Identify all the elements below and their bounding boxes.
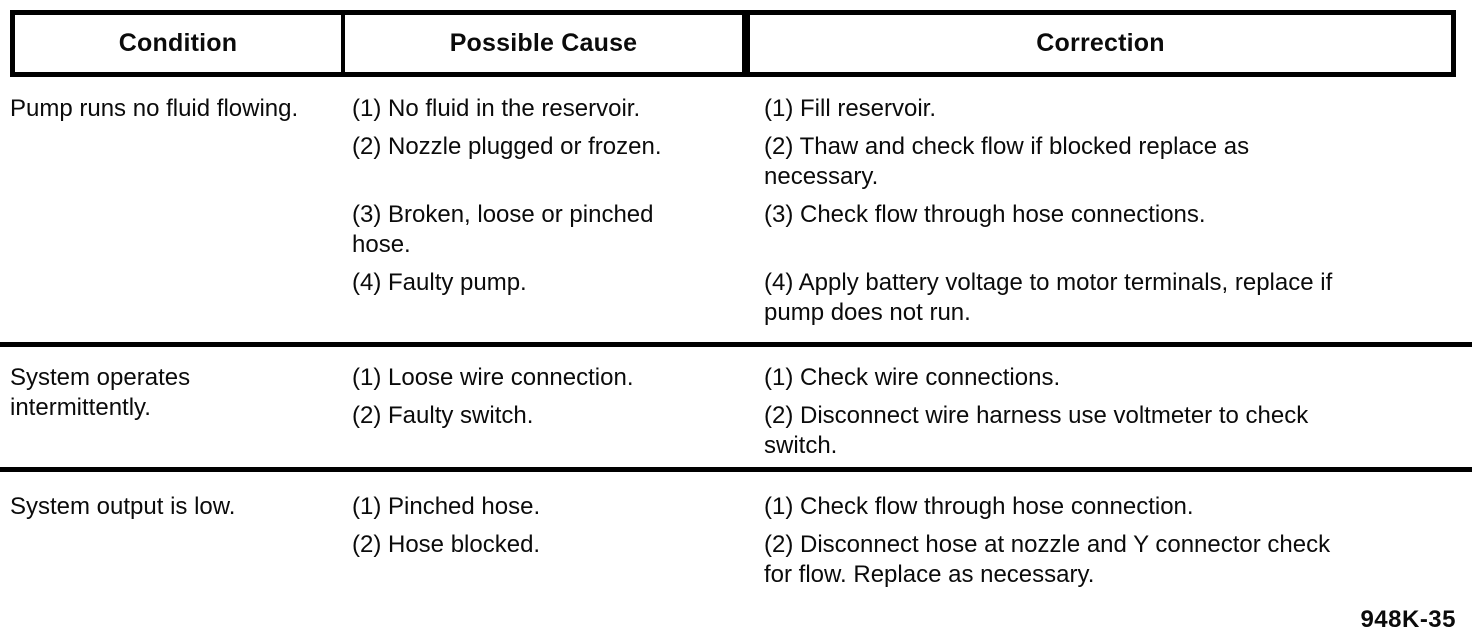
table-header: Condition Possible Cause Correction [10, 10, 1456, 77]
cause-item: (1) No fluid in the reservoir. [352, 95, 641, 122]
correction-item: (2) Disconnect hose at nozzle and Y conn… [764, 531, 1331, 588]
row-separator [0, 342, 1472, 347]
correction-item: (4) Apply battery voltage to motor termi… [764, 269, 1333, 326]
cause-item: (1) Pinched hose. [352, 493, 541, 520]
correction-item: (3) Check flow through hose connections. [764, 201, 1206, 228]
cause-item: (1) Loose wire connection. [352, 364, 634, 391]
correction-item: (1) Fill reservoir. [764, 95, 937, 122]
table-row: System operates intermittently. (1) Loos… [0, 347, 1472, 467]
header-possible-cause: Possible Cause [345, 15, 750, 72]
correction-item: (1) Check flow through hose connection. [764, 493, 1194, 520]
table-row: Pump runs no fluid flowing. (1) No fluid… [0, 77, 1472, 342]
figure-code: 948K-35 [1360, 606, 1456, 633]
cause-item: (2) Nozzle plugged or frozen. [352, 133, 662, 160]
correction-item: (1) Check wire connections. [764, 364, 1061, 391]
condition-text: Pump runs no fluid flowing. [10, 95, 299, 122]
cause-item: (2) Faulty switch. [352, 402, 534, 429]
table-row: System output is low. (1) Pinched hose. … [0, 472, 1472, 590]
correction-item: (2) Thaw and check flow if blocked repla… [764, 133, 1250, 190]
correction-item: (2) Disconnect wire harness use voltmete… [764, 402, 1309, 459]
header-correction: Correction [1036, 29, 1165, 57]
header-condition: Condition [15, 15, 345, 72]
condition-text: System output is low. [10, 493, 236, 520]
cause-item: (4) Faulty pump. [352, 269, 527, 296]
cause-item: (2) Hose blocked. [352, 531, 541, 558]
condition-text: System operates intermittently. [10, 364, 191, 421]
cause-item: (3) Broken, loose or pinched hose. [352, 201, 654, 258]
row-separator [0, 467, 1472, 472]
